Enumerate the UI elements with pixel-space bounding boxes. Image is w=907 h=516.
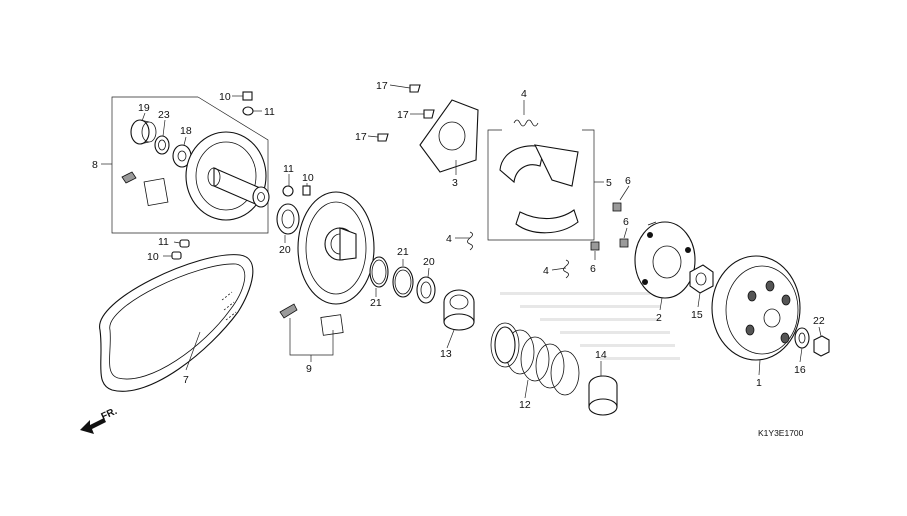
callout-17-b: 17 xyxy=(397,109,409,121)
callout-18: 18 xyxy=(180,125,192,137)
oil-seal-part-20-b xyxy=(416,276,436,304)
driven-spring-part-12 xyxy=(490,322,580,396)
damper-part-6-c xyxy=(590,241,600,251)
callout-1: 1 xyxy=(756,377,762,389)
callout-13: 13 xyxy=(440,348,452,360)
slide-piece xyxy=(121,171,169,207)
callout-5: 5 xyxy=(606,177,612,189)
bolt-part-10-low xyxy=(171,251,182,260)
pin-part-11-mid xyxy=(282,185,294,197)
clip-part-17-c xyxy=(377,133,389,142)
spring-part-4-bottom xyxy=(563,259,569,279)
clip-part-17-a xyxy=(409,84,421,93)
front-label: FR. xyxy=(100,406,119,423)
clutch-outer-part-1 xyxy=(711,255,801,361)
group-9-bracket xyxy=(289,318,334,362)
drive-face xyxy=(185,131,270,221)
callout-2: 2 xyxy=(656,312,662,324)
callout-22: 22 xyxy=(813,315,825,327)
background-texture xyxy=(500,292,680,360)
callout-9: 9 xyxy=(306,363,312,375)
diagram-code: K1Y3E1700 xyxy=(758,428,804,438)
pin-part-9 xyxy=(279,303,344,336)
callout-11-low: 11 xyxy=(158,236,169,248)
o-ring-part-21-a xyxy=(369,256,389,288)
clutch-plate-part-3 xyxy=(419,99,479,173)
spring-collar-part-14 xyxy=(588,375,618,416)
callout-10-top: 10 xyxy=(219,91,231,103)
seal-collar-part-13 xyxy=(443,289,475,331)
bearing-part-19 xyxy=(130,119,157,145)
damper-part-6-b xyxy=(619,238,629,248)
washer-part-11-top xyxy=(242,106,254,116)
callout-10-mid: 10 xyxy=(302,172,314,184)
clip-part-17-b xyxy=(423,109,435,119)
callout-17-a: 17 xyxy=(376,80,388,92)
callout-3: 3 xyxy=(452,177,458,189)
callout-23: 23 xyxy=(158,109,170,121)
group-5-bracket xyxy=(487,129,604,241)
bolt-part-10-mid xyxy=(302,185,311,196)
callout-21-b: 21 xyxy=(397,246,409,258)
o-ring-part-21-b xyxy=(392,266,414,298)
callout-labels: 19 23 18 10 11 8 11 10 11 10 20 7 9 21 2… xyxy=(92,80,825,411)
spring-part-4-left xyxy=(467,231,473,251)
callout-6-a: 6 xyxy=(625,175,631,187)
group-8-bracket xyxy=(101,96,269,234)
callout-10-low: 10 xyxy=(147,251,159,263)
nut-part-15 xyxy=(689,264,714,294)
washer-part-16 xyxy=(794,327,810,349)
front-direction-arrow xyxy=(80,418,106,434)
callout-15: 15 xyxy=(691,309,703,321)
callout-7: 7 xyxy=(183,374,189,386)
callout-6-b: 6 xyxy=(623,216,629,228)
drive-belt xyxy=(99,254,254,392)
callout-12: 12 xyxy=(519,399,531,411)
driven-face xyxy=(297,191,375,305)
damper-part-6-a xyxy=(612,202,622,212)
spring-part-4-top xyxy=(513,119,539,127)
callout-11-mid: 11 xyxy=(283,163,294,175)
callout-17-c: 17 xyxy=(355,131,367,143)
clutch-shoes xyxy=(499,144,579,234)
callout-6-c: 6 xyxy=(590,263,596,275)
nut-part-22 xyxy=(813,335,830,357)
callout-4-bottom: 4 xyxy=(543,265,549,277)
callout-8: 8 xyxy=(92,159,98,171)
callout-14: 14 xyxy=(595,349,607,361)
callout-20-left: 20 xyxy=(279,244,291,256)
oil-seal-part-20-left xyxy=(276,203,300,235)
callout-16: 16 xyxy=(794,364,806,376)
callout-4-left: 4 xyxy=(446,233,452,245)
pin-part-11-low xyxy=(179,239,190,248)
oil-seal-part-23 xyxy=(154,135,170,155)
bolt-part-10-top xyxy=(242,91,253,101)
leader-lines xyxy=(141,84,822,399)
drive-plate-part-2 xyxy=(634,221,696,299)
callout-21-a: 21 xyxy=(370,297,382,309)
callout-11-top: 11 xyxy=(264,106,275,118)
callout-4-top: 4 xyxy=(521,88,527,100)
callout-20-b: 20 xyxy=(423,256,435,268)
callout-19: 19 xyxy=(138,102,150,114)
